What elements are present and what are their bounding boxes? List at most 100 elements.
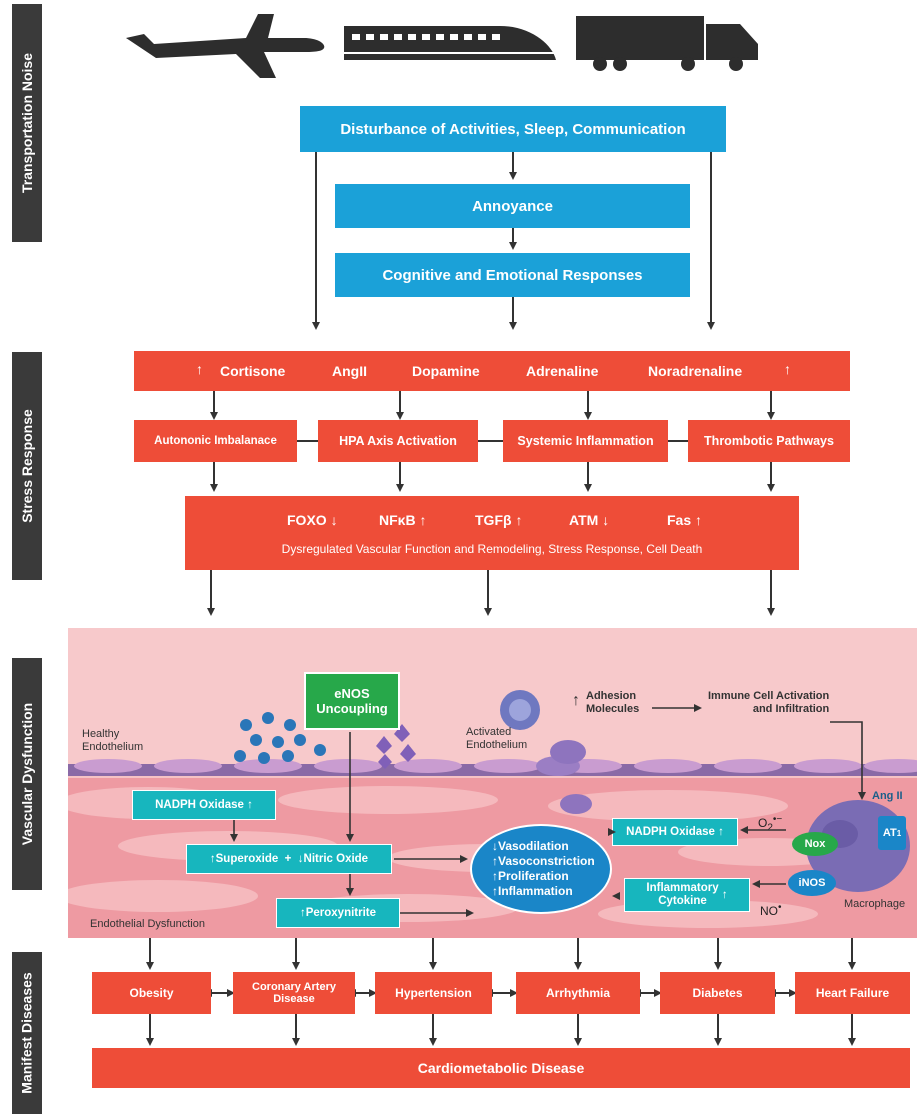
- superoxide-no-box: ↑ Superoxide + ↓ Nitric Oxide: [186, 844, 392, 874]
- nadph-right-label: NADPH Oxidase: [626, 826, 715, 838]
- sidebar-stress-response-label: Stress Response: [19, 409, 36, 523]
- gene-box: FOXO ↓ NFκB ↑ TGFβ ↑ ATM ↓ Fas ↑ Dysregu…: [185, 496, 799, 570]
- nadph-right-arrow: ↑: [718, 826, 724, 838]
- nadph-left-label: NADPH Oxidase: [155, 799, 244, 811]
- disturbance-box: Disturbance of Activities, Sleep, Commun…: [300, 106, 726, 152]
- superoxide-label: Superoxide: [215, 853, 279, 865]
- healthy-line2: Endothelium: [82, 741, 144, 753]
- enos-box: eNOS Uncoupling: [304, 672, 400, 730]
- nadph-left-box: NADPH Oxidase ↑: [132, 790, 276, 820]
- sidebar-vascular-dysfunction-label: Vascular Dysfunction: [19, 702, 36, 846]
- activated-line2: Endothelium: [466, 739, 528, 751]
- gene-fas-label: Fas: [667, 512, 692, 528]
- gene-nfkb: NFκB ↑: [379, 512, 426, 528]
- ang-ii-label: Ang II: [872, 790, 903, 802]
- hormone-cortisone: Cortisone: [220, 363, 286, 379]
- disease-diabetes: Diabetes: [660, 972, 775, 1014]
- inflammatory-cytokine-box: Inflammatory Cytokine ↑: [624, 878, 750, 912]
- adhesion-molecules: ↑ Adhesion Molecules: [572, 690, 639, 716]
- inflammatory-line1: Inflammatory: [646, 882, 719, 894]
- healthy-endothelium-label: Healthy Endothelium: [82, 728, 143, 754]
- nadph-left-arrow: ↑: [247, 799, 253, 811]
- pathway-hpa-label: HPA Axis Activation: [339, 434, 457, 448]
- gene-fas: Fas ↑: [667, 512, 702, 528]
- annoyance-label: Annoyance: [472, 197, 553, 215]
- gene-atm-arrow: ↓: [602, 512, 610, 528]
- adhesion-up-arrow: ↑: [572, 692, 580, 709]
- enos-line1: eNOS: [334, 686, 370, 701]
- pathway-systemic: Systemic Inflammation: [503, 420, 668, 462]
- nox-oval: Nox: [792, 832, 838, 856]
- sidebar-manifest-diseases: Manifest Diseases: [12, 952, 42, 1114]
- pathway-autonomic-label: Autononic Imbalanace: [154, 435, 277, 447]
- activated-line1: Activated: [466, 726, 512, 738]
- pathway-thrombotic-label: Thrombotic Pathways: [704, 434, 834, 448]
- peroxynitrite-arrow: ↑: [299, 907, 306, 919]
- hormone-noradrenaline: Noradrenaline: [648, 363, 743, 379]
- adhesion-line1: Adhesion: [586, 690, 637, 702]
- hormones-up-arrow-left: ↑: [196, 361, 203, 377]
- disease-hypertension: Hypertension: [375, 972, 492, 1014]
- gene-foxo-arrow: ↓: [330, 512, 338, 528]
- cardiometabolic-box: Cardiometabolic Disease: [92, 1048, 910, 1088]
- gene-foxo-label: FOXO: [287, 512, 327, 528]
- gene-nfkb-label: NFκB: [379, 512, 416, 528]
- plus-sign: +: [284, 853, 292, 865]
- o2-radical-label: O2•−: [758, 814, 783, 834]
- effect-proliferation: ↑Proliferation: [492, 869, 569, 883]
- hormones-box: ↑ Cortisone AngII Dopamine Adrenaline No…: [134, 351, 850, 391]
- gene-tgfb: TGFβ ↑: [475, 512, 522, 528]
- sidebar-stress-response: Stress Response: [12, 352, 42, 580]
- pathway-systemic-label: Systemic Inflammation: [517, 434, 654, 448]
- hormone-dopamine: Dopamine: [412, 363, 480, 379]
- truck-icon: [576, 16, 758, 71]
- hormones-up-arrow-right: ↑: [784, 361, 791, 377]
- inflammatory-arrow: ↑: [721, 889, 728, 901]
- disease-cad: Coronary Artery Disease: [233, 972, 355, 1014]
- vascular-illustration: [68, 628, 917, 938]
- dysregulated-text: Dysregulated Vascular Function and Remod…: [281, 542, 703, 556]
- hormone-adrenaline: Adrenaline: [526, 363, 599, 379]
- nitric-oxide-label: Nitric Oxide: [303, 853, 369, 865]
- no-radical-label: NO•: [760, 902, 782, 918]
- activated-endothelium-label: Activated Endothelium: [466, 726, 527, 752]
- immune-line1: Immune Cell Activation: [708, 690, 830, 702]
- healthy-line1: Healthy: [82, 728, 120, 740]
- peroxynitrite-box: ↑ Peroxynitrite: [276, 898, 400, 928]
- disease-heart-failure: Heart Failure: [795, 972, 910, 1014]
- train-icon: [344, 26, 556, 60]
- airplane-icon: [126, 14, 325, 78]
- inos-oval: iNOS: [788, 870, 836, 896]
- immune-cell-activation: Immune Cell Activation and Infiltration: [708, 690, 829, 716]
- annoyance-box: Annoyance: [335, 184, 690, 228]
- nitric-oxide-arrow: ↓: [297, 853, 304, 865]
- gene-atm: ATM ↓: [569, 512, 609, 528]
- effects-oval: ↓Vasodilation ↑Vasoconstriction ↑Prolife…: [470, 824, 612, 914]
- sidebar-transportation-noise-label: Transportation Noise: [19, 52, 35, 194]
- vascular-panel: Healthy Endothelium eNOS Uncoupling Acti…: [68, 628, 917, 938]
- adhesion-line2: Molecules: [586, 703, 640, 715]
- disturbance-label: Disturbance of Activities, Sleep, Commun…: [340, 120, 686, 138]
- effect-vasodilation: ↓Vasodilation: [492, 839, 569, 853]
- sidebar-vascular-dysfunction: Vascular Dysfunction: [12, 658, 42, 890]
- enos-line2: Uncoupling: [316, 701, 388, 716]
- gene-foxo: FOXO ↓: [287, 512, 338, 528]
- disease-obesity: Obesity: [92, 972, 211, 1014]
- cognitive-box: Cognitive and Emotional Responses: [335, 253, 690, 297]
- gene-nfkb-arrow: ↑: [419, 512, 427, 528]
- inflammatory-line2: Cytokine: [658, 895, 707, 907]
- pathway-hpa: HPA Axis Activation: [318, 420, 478, 462]
- cognitive-label: Cognitive and Emotional Responses: [382, 266, 643, 284]
- effect-vasoconstriction: ↑Vasoconstriction: [492, 854, 595, 868]
- vascular-connectors: [230, 704, 866, 917]
- pathway-autonomic: Autononic Imbalanace: [134, 420, 297, 462]
- nadph-right-box: NADPH Oxidase ↑: [612, 818, 738, 846]
- sidebar-manifest-diseases-label: Manifest Diseases: [19, 972, 35, 1094]
- gene-atm-label: ATM: [569, 512, 599, 528]
- pathway-thrombotic: Thrombotic Pathways: [688, 420, 850, 462]
- macrophage-label: Macrophage: [844, 898, 906, 910]
- superoxide-arrow: ↑: [209, 853, 216, 865]
